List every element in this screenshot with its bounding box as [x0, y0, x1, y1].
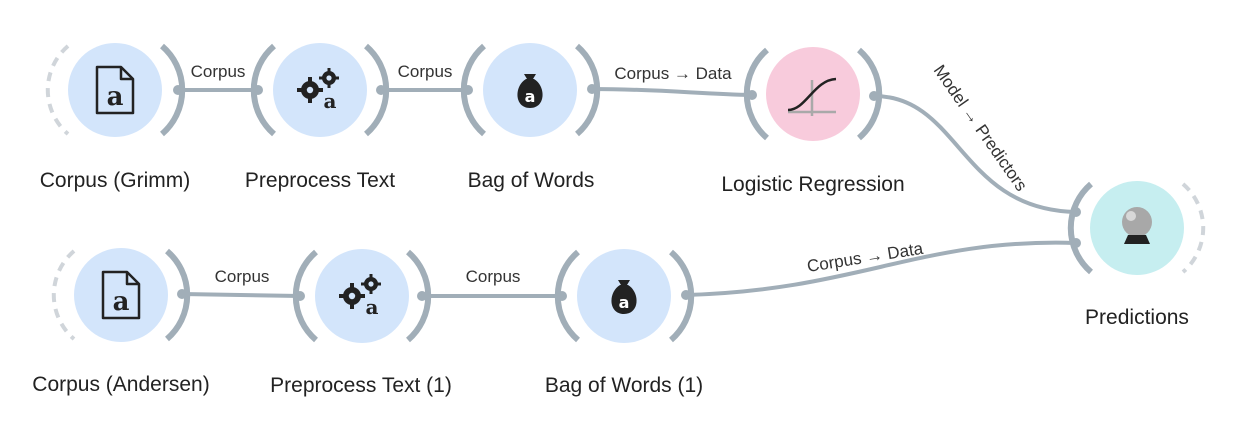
output-bracket-dashed	[1181, 182, 1206, 274]
input-bracket[interactable]	[460, 43, 487, 137]
node-label: Predictions	[1085, 306, 1189, 329]
svg-text:a: a	[107, 82, 124, 112]
output-bracket[interactable]	[363, 43, 390, 137]
link-label-logreg-to-predictions: Model → Predictors	[930, 61, 1031, 194]
money-bag-a-icon: a	[611, 280, 637, 314]
node-bag-of-words-1[interactable]: a Bag of Words (1)	[545, 249, 703, 397]
document-a-icon: a	[95, 65, 135, 115]
node-label: Corpus (Andersen)	[32, 373, 209, 396]
crystal-ball-icon	[1122, 207, 1152, 244]
output-bracket[interactable]	[159, 43, 186, 137]
link-bow1-to-predictions[interactable]	[685, 240, 1077, 297]
document-a-icon: a	[101, 270, 141, 320]
output-bracket[interactable]	[856, 47, 883, 141]
node-label: Preprocess Text	[245, 169, 395, 192]
node-preprocess-text-1[interactable]: a Preprocess Text (1)	[270, 249, 452, 397]
node-bag-of-words[interactable]: a Bag of Words	[460, 43, 601, 192]
link-bow-to-logreg[interactable]	[591, 87, 753, 97]
links-layer	[178, 87, 1077, 298]
output-bracket[interactable]	[405, 249, 432, 343]
node-logistic-regression[interactable]: Logistic Regression	[721, 47, 905, 196]
input-bracket-dashed	[51, 249, 76, 341]
svg-text:a: a	[324, 89, 337, 113]
output-bracket[interactable]	[164, 248, 191, 342]
node-body	[68, 43, 162, 137]
input-bracket[interactable]	[1067, 181, 1094, 275]
output-bracket[interactable]	[668, 249, 695, 343]
node-label: Logistic Regression	[721, 173, 904, 196]
link-label-grimm-to-preprocess: Corpus	[191, 62, 246, 81]
node-corpus-grimm[interactable]: a Corpus (Grimm)	[40, 43, 191, 192]
output-bracket[interactable]	[574, 43, 601, 137]
sigmoid-curve-icon	[787, 77, 837, 116]
input-bracket[interactable]	[292, 249, 319, 343]
output-anchor	[417, 291, 427, 301]
link-label-andersen-to-preprocess1: Corpus	[215, 267, 270, 286]
link-andersen-to-preprocess1[interactable]	[181, 292, 301, 298]
link-label-bow-to-logreg: Corpus → Data	[614, 64, 732, 83]
link-label-preprocess-to-bow: Corpus	[398, 62, 453, 81]
node-body	[74, 248, 168, 342]
node-corpus-andersen[interactable]: a Corpus (Andersen)	[32, 248, 210, 396]
svg-text:a: a	[113, 287, 130, 317]
input-bracket-dashed	[45, 44, 70, 136]
gears-a-icon: a	[339, 274, 381, 319]
link-label-preprocess1-to-bow1: Corpus	[466, 267, 521, 286]
svg-text:a: a	[525, 87, 536, 106]
link-logreg-to-predictions[interactable]	[873, 94, 1077, 214]
svg-text:a: a	[366, 295, 379, 319]
node-label: Bag of Words	[468, 169, 595, 192]
input-bracket[interactable]	[554, 249, 581, 343]
node-predictions[interactable]: Predictions	[1067, 181, 1206, 329]
money-bag-a-icon: a	[517, 74, 543, 108]
input-bracket[interactable]	[250, 43, 277, 137]
svg-text:a: a	[619, 293, 630, 312]
gears-a-icon: a	[297, 68, 339, 113]
node-label: Bag of Words (1)	[545, 374, 703, 397]
input-bracket[interactable]	[743, 47, 770, 141]
node-label: Corpus (Grimm)	[40, 169, 191, 192]
node-label: Preprocess Text (1)	[270, 374, 452, 397]
node-preprocess-text[interactable]: a Preprocess Text	[245, 43, 395, 192]
